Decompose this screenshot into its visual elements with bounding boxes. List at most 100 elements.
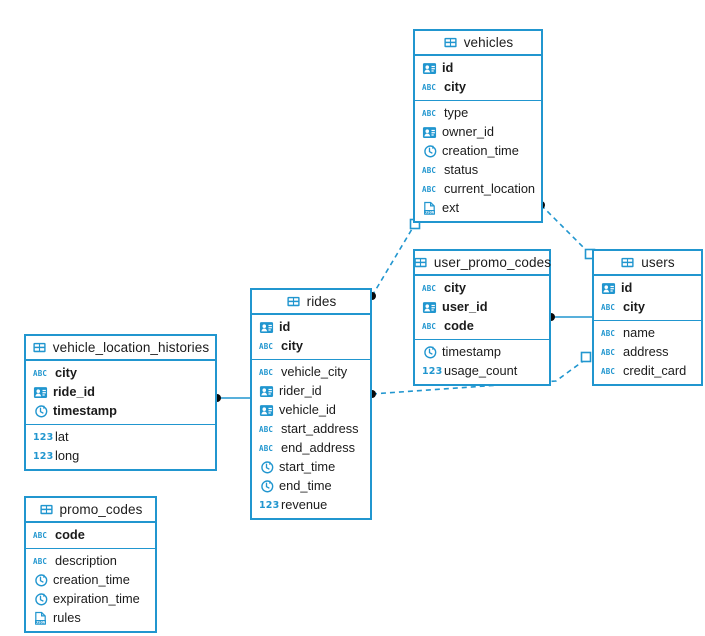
field-label: ride_id — [53, 384, 95, 400]
field-label: address — [623, 344, 669, 360]
field-label: city — [623, 299, 646, 315]
field-label: ext — [442, 200, 460, 216]
column-field-creation_time[interactable]: creation_time — [26, 571, 155, 590]
field-label: timestamp — [53, 403, 118, 419]
primary-key-field-ride_id[interactable]: ride_id — [26, 383, 215, 402]
abc-icon: ABC — [422, 83, 437, 92]
field-label: city — [444, 79, 467, 95]
123-icon: 123 — [33, 432, 54, 443]
column-field-current_location[interactable]: ABC current_location — [415, 180, 541, 199]
primary-key-field-city[interactable]: ABC city — [252, 337, 370, 356]
edge-user-promo-codes-to-users[interactable] — [547, 313, 592, 321]
primary-key-field-id[interactable]: id — [415, 59, 541, 78]
column-field-start_time[interactable]: start_time — [252, 458, 370, 477]
123-icon: 123 — [33, 451, 54, 462]
field-label: city — [55, 365, 78, 381]
clock-icon — [422, 345, 437, 360]
table-header-user_promo_codes[interactable]: user_promo_codes — [414, 251, 551, 276]
table-header-vehicle_location_histories[interactable]: vehicle_location_histories — [26, 336, 215, 361]
edge-vehicle-location-histories-to-rides[interactable] — [213, 394, 250, 402]
svg-text:JSON: JSON — [36, 619, 46, 624]
column-field-type[interactable]: ABC type — [415, 104, 541, 123]
table-grid-icon — [32, 340, 47, 355]
id-card-icon — [422, 125, 437, 140]
json-icon: JSON — [33, 611, 48, 626]
id-card-icon — [601, 281, 616, 296]
column-field-end_time[interactable]: end_time — [252, 477, 370, 496]
primary-key-field-id[interactable]: id — [252, 318, 370, 337]
column-field-expiration_time[interactable]: expiration_time — [26, 590, 155, 609]
table-header-users[interactable]: users — [594, 251, 701, 276]
field-label: city — [281, 338, 304, 354]
edge-rides-to-vehicles[interactable] — [368, 218, 421, 301]
column-field-vehicle_id[interactable]: vehicle_id — [252, 401, 370, 420]
table-header-vehicles[interactable]: vehicles — [415, 31, 541, 56]
abc-icon: ABC — [422, 284, 437, 293]
abc-icon: ABC — [259, 425, 274, 434]
column-field-rider_id[interactable]: rider_id — [252, 382, 370, 401]
field-label: owner_id — [442, 124, 494, 140]
column-field-ext[interactable]: JSON ext — [415, 199, 541, 218]
primary-key-field-timestamp[interactable]: timestamp — [26, 402, 215, 421]
column-field-creation_time[interactable]: creation_time — [415, 142, 541, 161]
primary-key-field-user_id[interactable]: user_id — [415, 298, 549, 317]
clock-icon — [259, 479, 274, 494]
field-label: current_location — [444, 181, 536, 197]
field-label: creation_time — [442, 143, 519, 159]
clock-icon — [259, 460, 274, 475]
column-field-start_address[interactable]: ABC start_address — [252, 420, 370, 439]
primary-key-field-id[interactable]: id — [594, 279, 701, 298]
abc-icon: ABC — [422, 109, 437, 118]
field-label: end_time — [279, 478, 332, 494]
primary-key-field-city[interactable]: ABC city — [415, 78, 541, 97]
table-header-promo_codes[interactable]: promo_codes — [26, 498, 155, 523]
column-field-owner_id[interactable]: owner_id — [415, 123, 541, 142]
field-label: status — [444, 162, 479, 178]
table-title: vehicle_location_histories — [52, 340, 210, 355]
clock-icon — [422, 144, 437, 159]
abc-icon: ABC — [33, 531, 48, 540]
field-label: name — [623, 325, 656, 341]
table-header-rides[interactable]: rides — [252, 290, 370, 315]
json-icon: JSON — [422, 201, 437, 216]
abc-icon: ABC — [259, 342, 274, 351]
abc-icon: ABC — [33, 557, 48, 566]
abc-icon: ABC — [422, 185, 437, 194]
field-label: type — [444, 105, 469, 121]
field-label: end_address — [281, 440, 355, 456]
field-label: start_address — [281, 421, 359, 437]
field-label: revenue — [281, 497, 328, 513]
123-icon: 123 — [422, 366, 443, 377]
field-label: id — [279, 319, 291, 335]
field-label: long — [55, 448, 80, 464]
column-field-timestamp[interactable]: timestamp — [415, 343, 549, 362]
clock-icon — [33, 404, 48, 419]
